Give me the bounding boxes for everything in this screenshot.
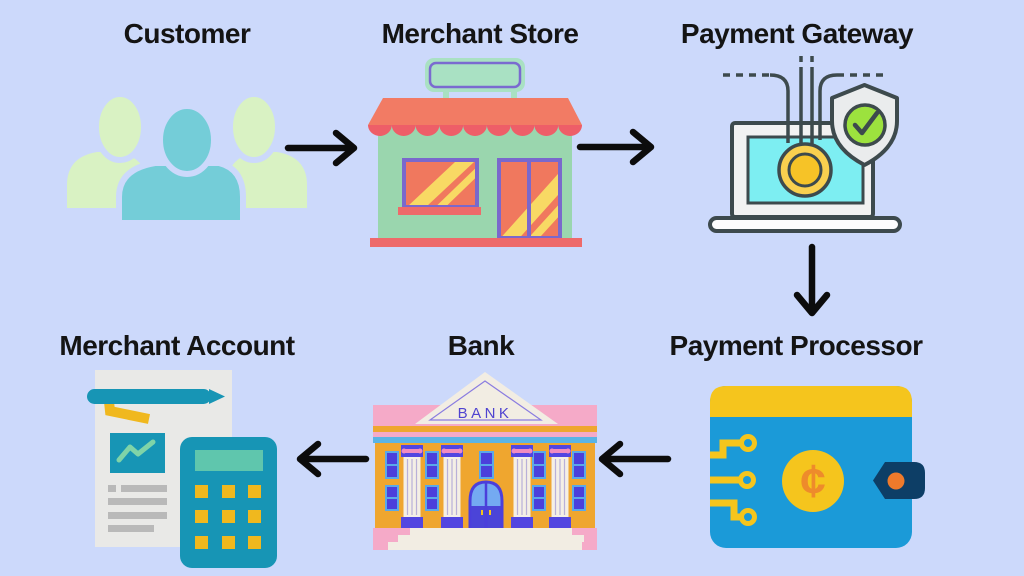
store-door [497, 158, 562, 240]
bank-door [468, 480, 504, 530]
wallet-clasp [873, 462, 925, 499]
payment-processor-wallet-icon: ¢ [710, 386, 925, 548]
label-payment-gateway: Payment Gateway [680, 18, 914, 49]
column [549, 445, 571, 528]
bank-building-icon: BANK [373, 372, 597, 550]
label-merchant-store: Merchant Store [381, 18, 579, 49]
calculator-display [195, 450, 263, 471]
person-right [227, 91, 307, 208]
pen [87, 389, 225, 404]
calculator [180, 437, 277, 568]
person-center [116, 103, 246, 225]
merchant-account-icon [87, 370, 277, 568]
column [441, 445, 463, 528]
person-left [67, 91, 147, 208]
wallet-top-band [710, 386, 912, 417]
bank-sign-text: BANK [458, 405, 513, 422]
label-bank: Bank [447, 330, 515, 361]
bank-steps [373, 528, 597, 550]
coin [777, 142, 833, 198]
label-customer: Customer [123, 18, 251, 49]
calculator-buttons [195, 485, 261, 549]
wires-into-screen [769, 67, 838, 153]
arrow-payment-processor-to-bank [598, 440, 672, 478]
merchant-store-icon [368, 58, 583, 247]
store-sign [425, 58, 525, 102]
circuit-traces [710, 434, 757, 526]
chart-thumbnail [110, 433, 165, 473]
customer-people-icon [67, 91, 307, 225]
label-merchant-account: Merchant Account [59, 330, 295, 361]
store-awning [368, 98, 583, 136]
cent-symbol: ¢ [800, 455, 826, 507]
laptop-base [708, 216, 902, 233]
data-wires [723, 56, 885, 77]
security-shield-check-icon [830, 83, 899, 167]
column [401, 445, 423, 528]
label-payment-processor: Payment Processor [669, 330, 923, 361]
bank-columns [401, 445, 571, 528]
payment-gateway-icon [708, 56, 902, 233]
bank-windows [385, 451, 586, 511]
column [511, 445, 533, 528]
cent-coin: ¢ [782, 450, 844, 512]
document-text-lines [108, 485, 167, 532]
bank-pediment: BANK [415, 372, 558, 424]
store-base [370, 238, 582, 247]
store-window [398, 158, 481, 215]
arrow-payment-gateway-to-payment-processor [793, 243, 831, 317]
arrow-bank-to-merchant-account [296, 440, 370, 478]
